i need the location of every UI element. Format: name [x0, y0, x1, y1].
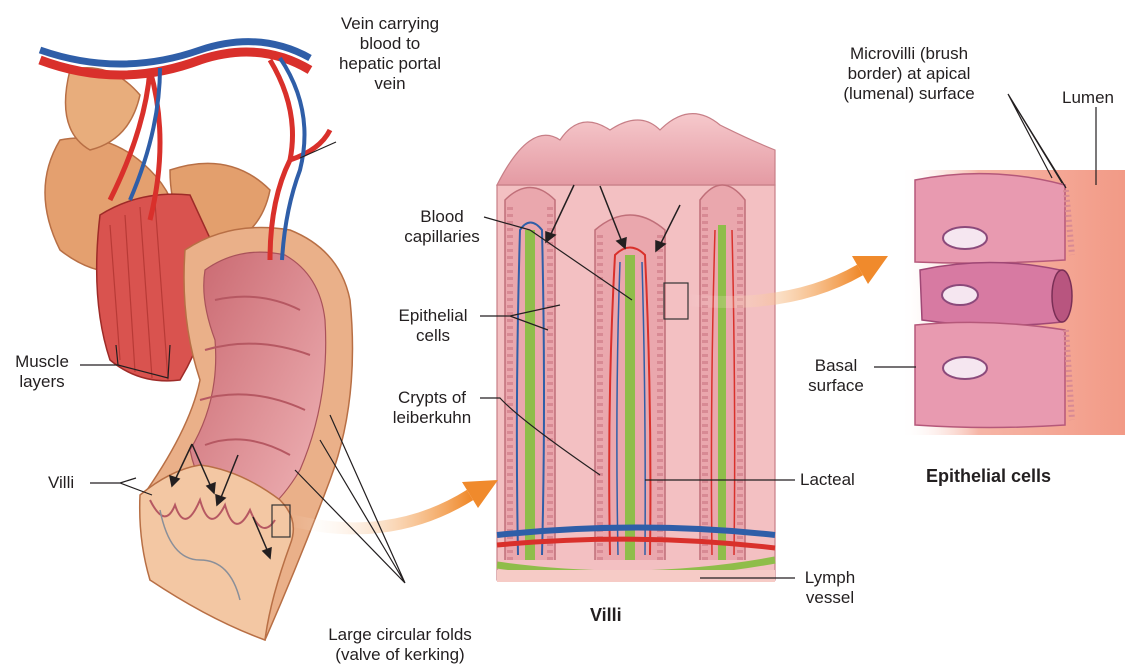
- label-lymph-line2: vessel: [798, 588, 862, 608]
- label-epithelial-line2: cells: [386, 326, 480, 346]
- label-crypts-line2: leiberkuhn: [384, 408, 480, 428]
- label-blood-line2: capillaries: [400, 227, 484, 247]
- label-epithelial-cells: Epithelial cells: [386, 306, 480, 346]
- label-muscle-line1: Muscle: [4, 352, 80, 372]
- label-basal-surface: Basal surface: [800, 356, 872, 396]
- label-vein-line4: vein: [295, 74, 485, 94]
- label-basal-line1: Basal: [800, 356, 872, 376]
- caption-villi: Villi: [590, 605, 622, 626]
- label-vein: Vein carrying blood to hepatic portal ve…: [295, 14, 485, 94]
- caption-epithelial-cells: Epithelial cells: [926, 466, 1051, 487]
- label-blood-line1: Blood: [400, 207, 484, 227]
- label-muscle-layers: Muscle layers: [4, 352, 80, 392]
- label-muscle-line2: layers: [4, 372, 80, 392]
- label-lumen: Lumen: [1062, 88, 1114, 108]
- label-microvilli: Microvilli (brush border) at apical (lum…: [818, 44, 1000, 104]
- label-lymph-vessel: Lymph vessel: [798, 568, 862, 608]
- label-villi-left: Villi: [48, 473, 74, 493]
- label-vein-line2: blood to: [295, 34, 485, 54]
- label-folds-line1: Large circular folds: [300, 625, 500, 645]
- label-folds-line2: (valve of kerking): [300, 645, 500, 665]
- label-microvilli-line2: border) at apical: [818, 64, 1000, 84]
- label-lacteal: Lacteal: [800, 470, 855, 490]
- label-basal-line2: surface: [800, 376, 872, 396]
- label-microvilli-line3: (lumenal) surface: [818, 84, 1000, 104]
- intestine-section: [40, 42, 353, 640]
- label-epithelial-line1: Epithelial: [386, 306, 480, 326]
- epithelial-cells-panel: [900, 170, 1125, 435]
- label-crypts: Crypts of leiberkuhn: [384, 388, 480, 428]
- label-lymph-line1: Lymph: [798, 568, 862, 588]
- label-crypts-line1: Crypts of: [384, 388, 480, 408]
- label-microvilli-line1: Microvilli (brush: [818, 44, 1000, 64]
- label-blood-capillaries: Blood capillaries: [400, 207, 484, 247]
- label-vein-line1: Vein carrying: [295, 14, 485, 34]
- villi-block: [497, 114, 775, 582]
- label-vein-line3: hepatic portal: [295, 54, 485, 74]
- label-large-circular-folds: Large circular folds (valve of kerking): [300, 625, 500, 665]
